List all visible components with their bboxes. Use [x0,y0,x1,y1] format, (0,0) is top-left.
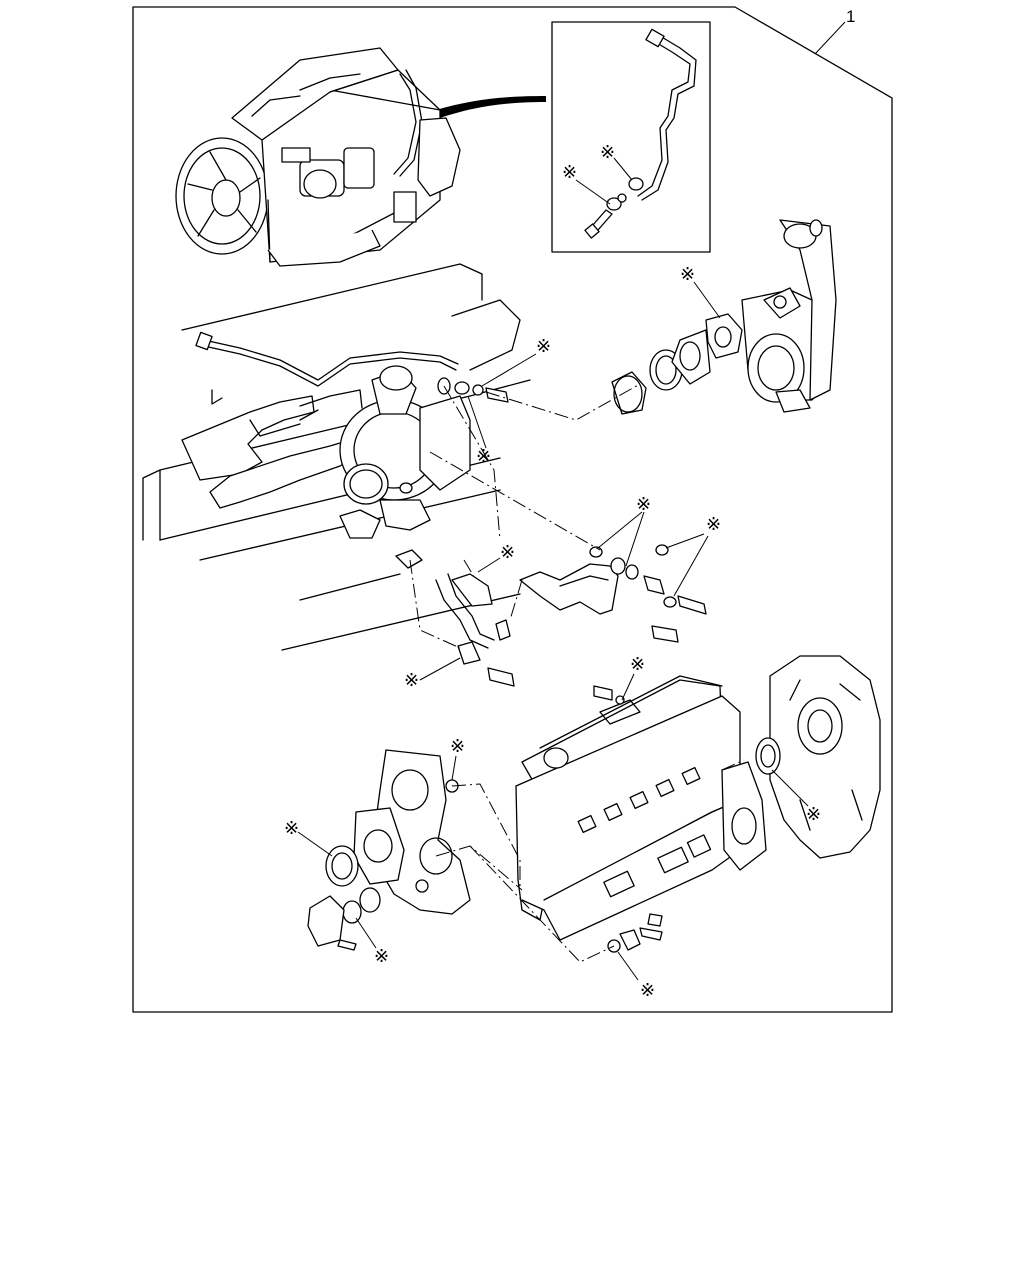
svg-text:※: ※ [630,654,645,675]
svg-text:※: ※ [536,336,551,357]
svg-text:※: ※ [476,446,491,467]
gear-cover [307,749,471,951]
svg-text:※: ※ [404,670,419,691]
assembly-lines [409,383,745,963]
callout-leader [814,21,846,55]
replacement-markers: ※ ※ ※ ※ ※ ※ ※ ※ ※ ※ ※ ※ ※ ※ ※ [284,142,821,1001]
intake-elbow-group [611,219,837,415]
svg-text:※: ※ [636,494,651,515]
svg-text:※: ※ [284,818,299,839]
svg-text:※: ※ [600,142,615,163]
diagram-frame [132,6,893,1013]
manifold-section [142,263,531,687]
bracket-group [519,544,707,643]
svg-text:※: ※ [640,980,655,1001]
svg-text:※: ※ [562,162,577,183]
svg-text:※: ※ [450,736,465,757]
svg-text:※: ※ [706,514,721,535]
engine-assembly [175,47,461,267]
svg-text:※: ※ [806,804,821,825]
flywheel-housing [755,655,881,859]
callout-number: 1 [846,7,855,26]
inset-pipe [584,28,697,239]
svg-text:※: ※ [374,946,389,967]
svg-text:※: ※ [500,542,515,563]
inset-box [551,21,711,253]
cylinder-block [515,675,767,953]
inset-leader [436,96,546,118]
svg-text:※: ※ [680,264,695,285]
